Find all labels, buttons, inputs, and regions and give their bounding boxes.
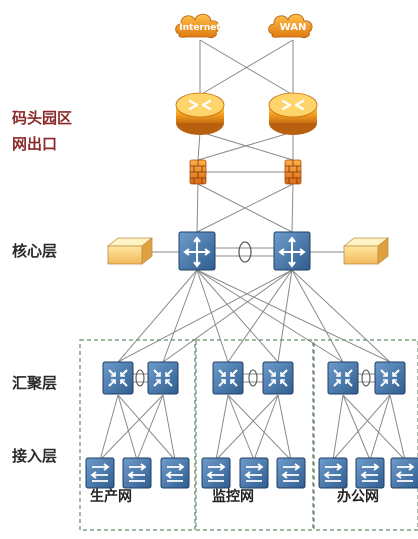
core-switch-icon xyxy=(273,231,311,271)
group-box-production xyxy=(79,339,196,531)
agg-stack-ring-monitoring xyxy=(248,369,258,387)
egress-zone-label-line2: 网出口 xyxy=(12,135,58,153)
access-switch-icon xyxy=(239,457,269,489)
group-boxes xyxy=(79,339,418,531)
access-switch-icon xyxy=(201,457,231,489)
access-switch-icon xyxy=(276,457,306,489)
internet-cloud-icon: Internet xyxy=(175,13,221,39)
group-box-monitoring xyxy=(195,339,314,531)
aggregation-switch-icon xyxy=(262,361,294,395)
wan-cloud-label: WAN xyxy=(280,22,307,33)
agg-stack-ring-production xyxy=(135,369,145,387)
access-layer-label: 接入层 xyxy=(12,447,58,465)
router-icon xyxy=(268,92,318,135)
links xyxy=(99,39,406,461)
egress-zone-label-line1: 码头园区 xyxy=(12,109,73,127)
access-switch-icon xyxy=(160,457,190,489)
core-switch-icon xyxy=(178,231,216,271)
access-switch-icon xyxy=(318,457,348,489)
office-network-label: 办公网 xyxy=(337,489,379,505)
link-router2-fw1 xyxy=(197,131,294,161)
core-layer-label: 核心层 xyxy=(12,242,58,260)
aggregation-switch-icon xyxy=(374,361,406,395)
access-switch-icon xyxy=(85,457,115,489)
agg-stack-ring-office xyxy=(361,369,371,387)
server-icon xyxy=(342,237,390,265)
internet-cloud-label: Internet xyxy=(179,23,221,33)
aggregation-switch-icon xyxy=(102,361,134,395)
production-network-label: 生产网 xyxy=(90,489,132,505)
server-icon xyxy=(106,237,154,265)
access-switch-icon xyxy=(390,457,418,489)
aggregation-switch-icon xyxy=(212,361,244,395)
firewall-icon xyxy=(189,159,207,185)
monitoring-network-label: 监控网 xyxy=(212,489,254,505)
aggregation-switch-icon xyxy=(327,361,359,395)
firewall-icon xyxy=(284,159,302,185)
link-fw1-core1 xyxy=(196,183,199,233)
link-wan-router1 xyxy=(199,39,294,96)
core-stack-ring xyxy=(238,241,252,263)
wan-cloud-icon: WAN xyxy=(268,13,313,39)
access-switch-icon xyxy=(122,457,152,489)
link-fw2-core1 xyxy=(196,183,294,233)
router-icon xyxy=(175,92,225,135)
aggregation-switch-icon xyxy=(147,361,179,395)
egress-zone-label: 码头园区 网出口 xyxy=(12,105,72,157)
link-router1-fw1 xyxy=(197,131,201,161)
aggregation-layer-label: 汇聚层 xyxy=(12,374,58,392)
group-box-office xyxy=(313,339,418,531)
link-fw2-core2 xyxy=(291,183,294,233)
access-switch-icon xyxy=(355,457,385,489)
